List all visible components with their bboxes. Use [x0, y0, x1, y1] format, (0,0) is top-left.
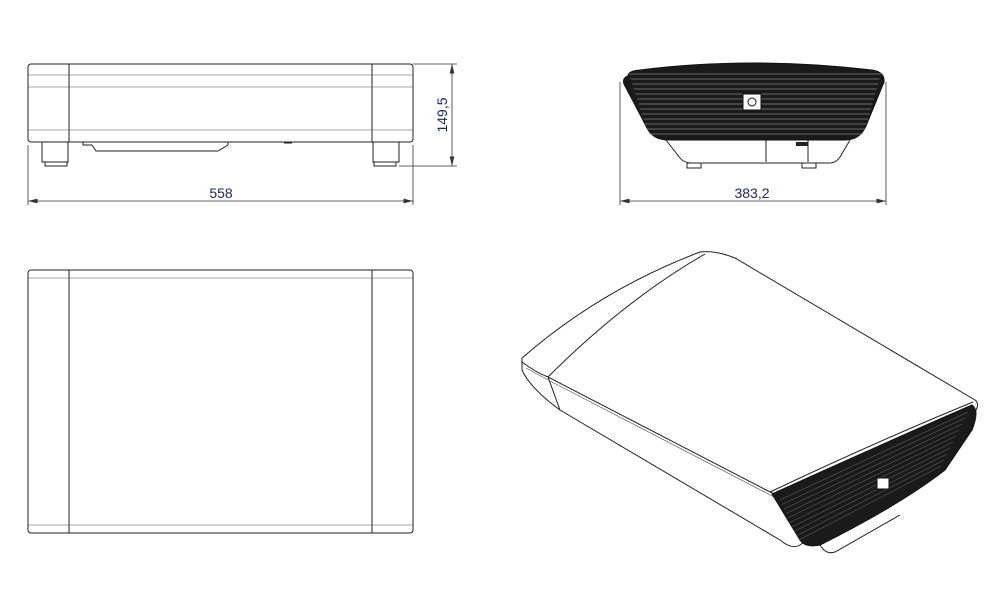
iso-grille-slat	[785, 429, 960, 514]
width-dimension-label: 558	[209, 185, 233, 201]
depth-dimension: 383,2	[619, 82, 887, 205]
depth-dimension-label: 383,2	[734, 185, 769, 201]
iso-grille-slat	[793, 453, 948, 532]
isometric-view	[521, 251, 978, 554]
iso-grille-slat	[781, 417, 966, 505]
foot-left	[41, 141, 69, 167]
iso-grille-slat	[795, 459, 945, 537]
top-view	[27, 269, 414, 534]
width-dimension: 558	[27, 145, 414, 205]
iso-grille	[771, 404, 977, 547]
height-dimension: 149,5	[399, 63, 457, 167]
iso-grille-slat	[783, 423, 963, 510]
bottom-plate	[82, 141, 229, 152]
connector-icon	[742, 93, 762, 111]
height-dimension-label: 149,5	[434, 97, 450, 132]
front-view	[27, 63, 414, 167]
foot-right	[372, 141, 400, 167]
iso-grille-slat	[779, 411, 969, 501]
side-view	[623, 62, 885, 169]
iso-grille-slat	[789, 441, 954, 523]
iso-grille-slat	[787, 435, 957, 519]
iso-grille-slat	[791, 447, 951, 528]
iso-grille-slat	[797, 465, 942, 541]
